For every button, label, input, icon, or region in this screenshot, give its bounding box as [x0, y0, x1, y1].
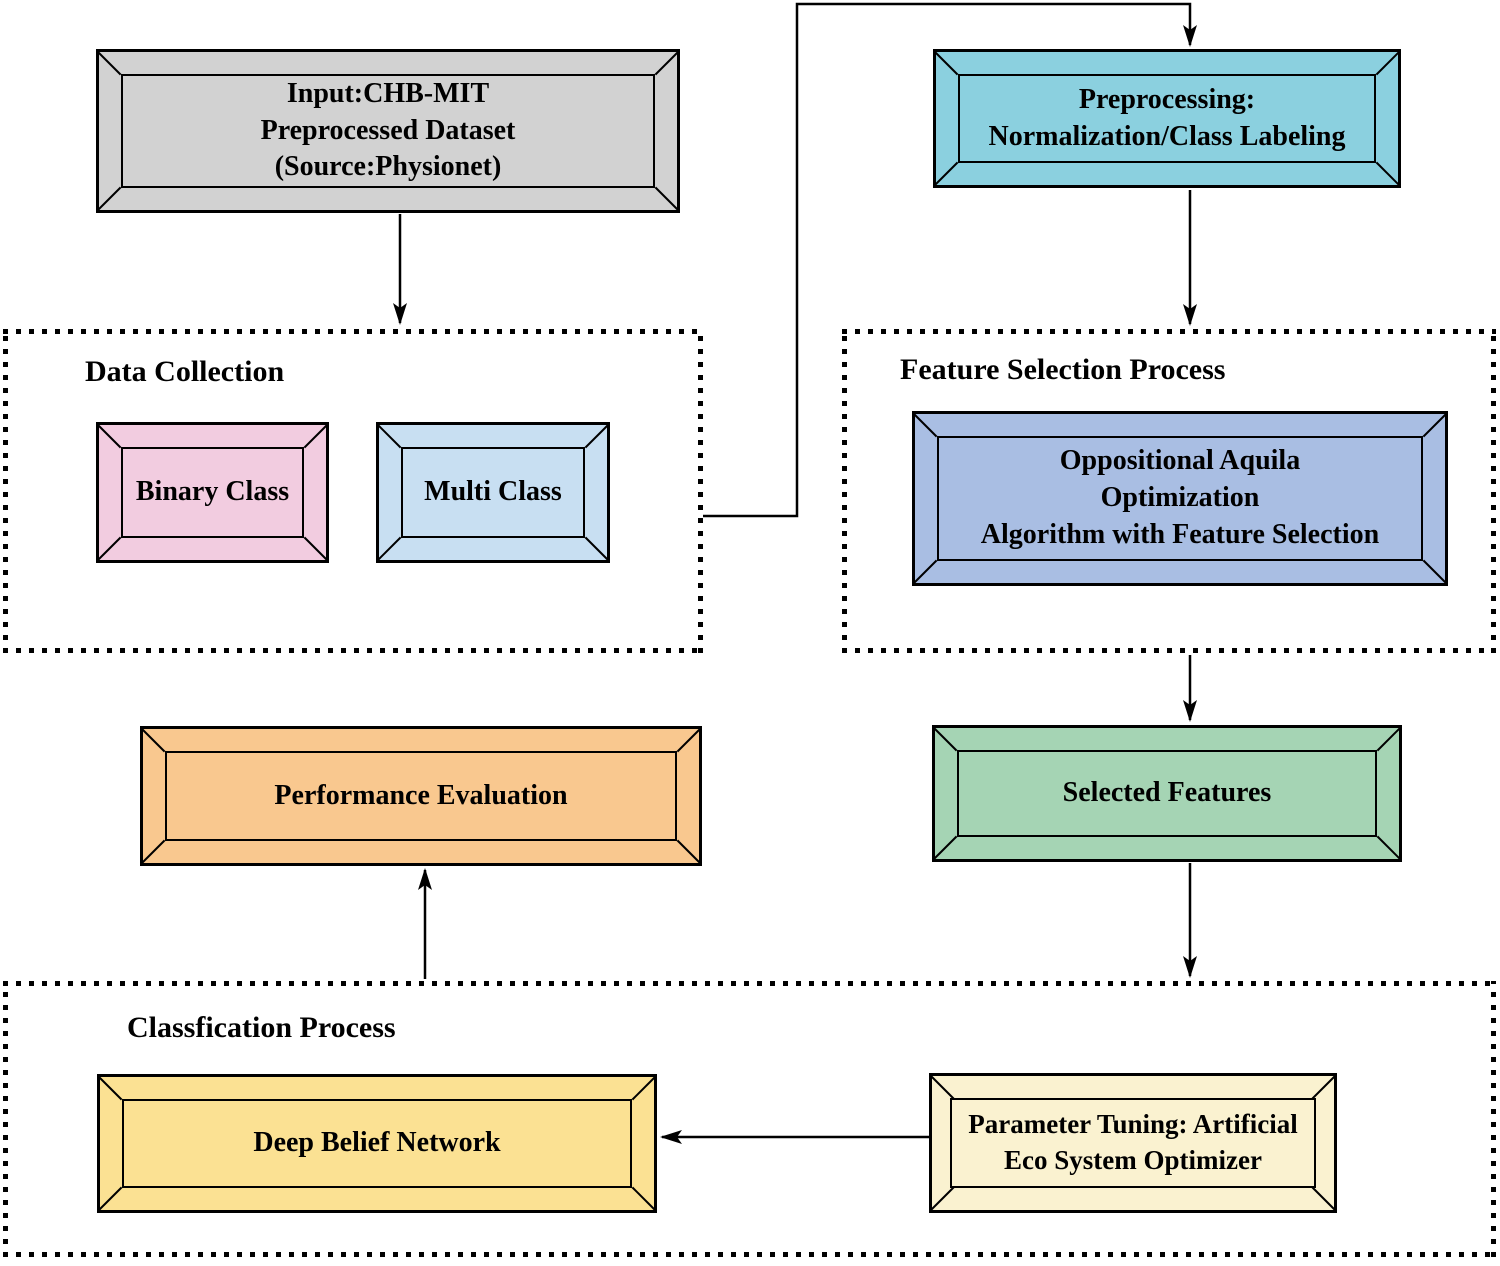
node-label-line: Selected Features [1062, 777, 1272, 809]
node-label-line: Deep Belief Network [253, 1127, 501, 1159]
bevel-line [1311, 1186, 1336, 1211]
node-label-line: Binary Class [135, 476, 290, 508]
node-label-line: Preprocessing: [1078, 83, 1256, 115]
bevel-line [631, 1076, 656, 1101]
node-binary-class: Binary Class [96, 422, 329, 563]
bevel-line [654, 51, 679, 76]
bevel-line [98, 1076, 123, 1101]
node-label-line: Multi Class [424, 476, 562, 508]
node-input-dataset: Input:CHB-MIT Preprocessed Dataset (Sour… [96, 49, 680, 213]
bevel-line [377, 424, 402, 449]
bevel-line [303, 424, 328, 449]
node-deep-belief-network-face: Deep Belief Network [122, 1099, 632, 1188]
bevel-line [377, 536, 402, 561]
bevel-line [930, 1186, 955, 1211]
node-performance-evaluation: Performance Evaluation [140, 726, 702, 866]
bevel-line [1311, 1075, 1336, 1100]
node-selected-features-face: Selected Features [957, 750, 1377, 837]
node-oppositional-aquila: Oppositional Aquila Optimization Algorit… [912, 411, 1448, 586]
bevel-line [98, 1186, 123, 1211]
bevel-line [141, 839, 166, 864]
bevel-line [1422, 413, 1447, 438]
bevel-line [934, 51, 959, 76]
bevel-line [1376, 835, 1401, 860]
node-label-line: Performance Evaluation [274, 779, 568, 811]
bevel-line [676, 839, 701, 864]
bevel-line [97, 424, 122, 449]
bevel-line [934, 161, 959, 186]
bevel-line [1375, 51, 1400, 76]
bevel-line [97, 51, 122, 76]
bevel-line [141, 728, 166, 753]
bevel-line [654, 186, 679, 211]
bevel-line [1375, 161, 1400, 186]
bevel-line [676, 728, 701, 753]
group-data-collection-label: Data Collection [85, 355, 285, 388]
bevel-line [913, 413, 938, 438]
node-label-line: Normalization/Class Labeling [988, 120, 1346, 152]
node-multi-class: Multi Class [376, 422, 610, 563]
node-oppositional-aquila-face: Oppositional Aquila Optimization Algorit… [937, 436, 1423, 561]
bevel-line [933, 727, 958, 752]
node-label-line: Preprocessed Dataset [260, 114, 516, 146]
bevel-line [1422, 559, 1447, 584]
node-label-line: Input:CHB-MIT [286, 77, 490, 109]
group-feature-selection-label: Feature Selection Process [900, 353, 1226, 386]
node-deep-belief-network: Deep Belief Network [97, 1074, 657, 1213]
node-selected-features: Selected Features [932, 725, 1402, 862]
bevel-line [584, 536, 609, 561]
node-multi-class-face: Multi Class [401, 447, 585, 538]
bevel-line [933, 835, 958, 860]
node-label-line: Parameter Tuning: Artificial [968, 1109, 1298, 1140]
node-label-line: Oppositional Aquila [1059, 445, 1301, 477]
group-classification-label: Classfication Process [127, 1011, 396, 1044]
bevel-line [930, 1075, 955, 1100]
node-label-line: (Source:Physionet) [274, 151, 502, 183]
node-parameter-tuning: Parameter Tuning: Artificial Eco System … [929, 1073, 1337, 1213]
node-label-line: Eco System Optimizer [1004, 1145, 1262, 1175]
node-parameter-tuning-face: Parameter Tuning: Artificial Eco System … [950, 1098, 1316, 1188]
bevel-line [97, 536, 122, 561]
bevel-line [1376, 727, 1401, 752]
bevel-line [913, 559, 938, 584]
node-input-dataset-face: Input:CHB-MIT Preprocessed Dataset (Sour… [121, 74, 655, 188]
bevel-line [584, 424, 609, 449]
bevel-line [631, 1186, 656, 1211]
node-preprocessing: Preprocessing: Normalization/Class Label… [933, 49, 1401, 188]
node-binary-class-face: Binary Class [121, 447, 304, 538]
bevel-line [303, 536, 328, 561]
node-preprocessing-face: Preprocessing: Normalization/Class Label… [958, 74, 1376, 163]
node-label-line: Algorithm with Feature Selection [980, 518, 1380, 550]
node-performance-evaluation-face: Performance Evaluation [165, 751, 677, 841]
bevel-line [97, 186, 122, 211]
node-label-line: Optimization [1100, 482, 1260, 514]
